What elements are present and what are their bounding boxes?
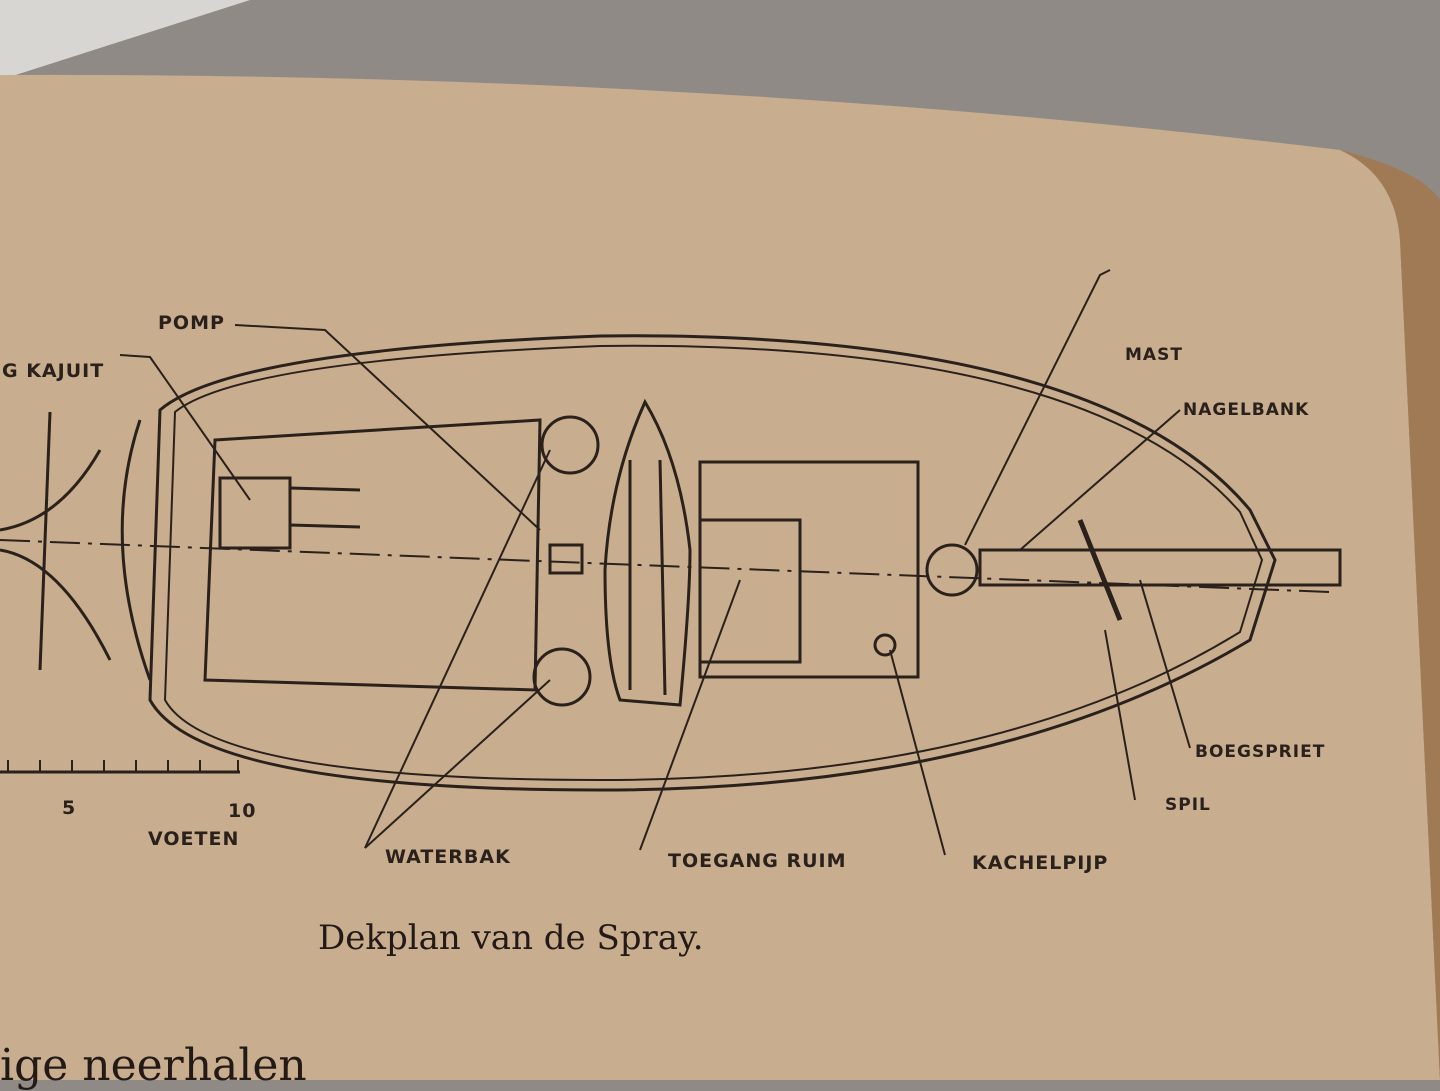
scale-tick-5: 5 xyxy=(62,797,77,819)
stovepipe xyxy=(873,633,897,657)
page-edge xyxy=(1340,150,1440,1080)
label-pomp: POMP xyxy=(158,312,225,334)
scale-unit: VOETEN xyxy=(148,828,240,850)
book-page xyxy=(0,74,1440,1080)
bowsprit xyxy=(978,548,1342,587)
label-toegang-ruim: TOEGANG RUIM xyxy=(668,850,847,872)
label-kajuit: G KAJUIT xyxy=(2,360,105,382)
scale-tick-10: 10 xyxy=(228,800,257,822)
leader-lines xyxy=(119,269,1191,856)
spray-deck-plan xyxy=(0,269,1342,856)
water-tank-bottom xyxy=(532,647,592,707)
label-mast: MAST xyxy=(1125,345,1183,365)
hull-outline xyxy=(148,334,1277,792)
body-text-line: ige neerhalen xyxy=(0,1040,307,1091)
figure-caption: Dekplan van de Spray. xyxy=(318,918,704,958)
label-spil: SPIL xyxy=(1165,795,1211,815)
pump xyxy=(548,543,584,575)
water-tank-top xyxy=(540,415,600,475)
mast-circle xyxy=(925,543,979,597)
hull-inner xyxy=(163,344,1264,782)
label-kachelpijp: KACHELPIJP xyxy=(972,852,1109,874)
label-waterbak: WATERBAK xyxy=(385,846,511,868)
background-sheet xyxy=(0,0,250,80)
cabin xyxy=(203,418,542,692)
dinghy xyxy=(603,398,692,707)
label-boegspriet: BOEGSPRIET xyxy=(1195,742,1326,762)
label-nagelbank: NAGELBANK xyxy=(1183,400,1310,420)
